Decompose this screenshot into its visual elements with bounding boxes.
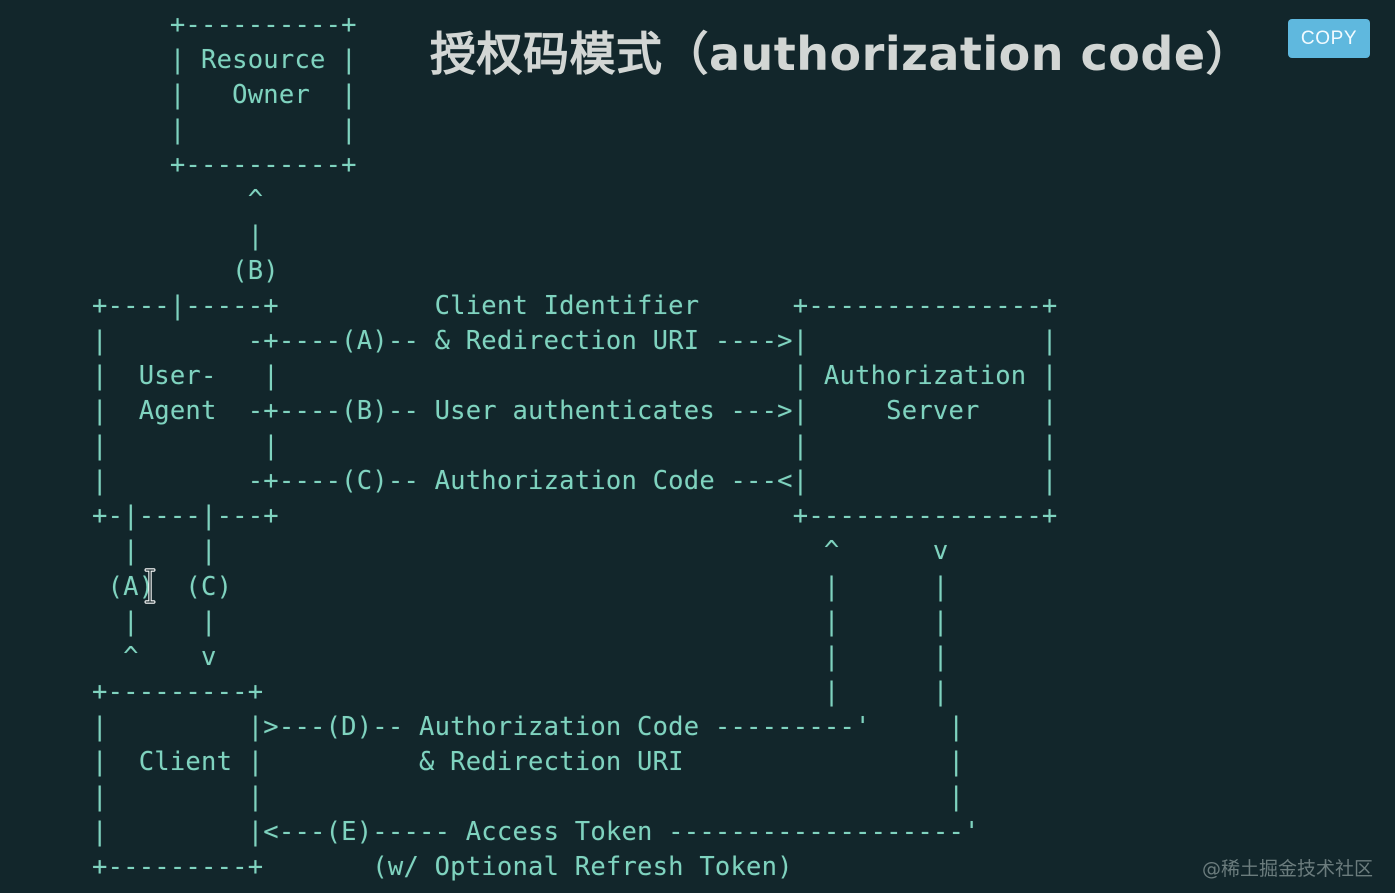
ascii-diagram[interactable]: +----------+ | Resource | | Owner | | | … (92, 10, 1058, 883)
copy-button[interactable]: COPY (1288, 19, 1370, 58)
watermark: @稀土掘金技术社区 (1201, 858, 1373, 880)
page-title: 授权码模式（authorization code） (430, 27, 1253, 81)
